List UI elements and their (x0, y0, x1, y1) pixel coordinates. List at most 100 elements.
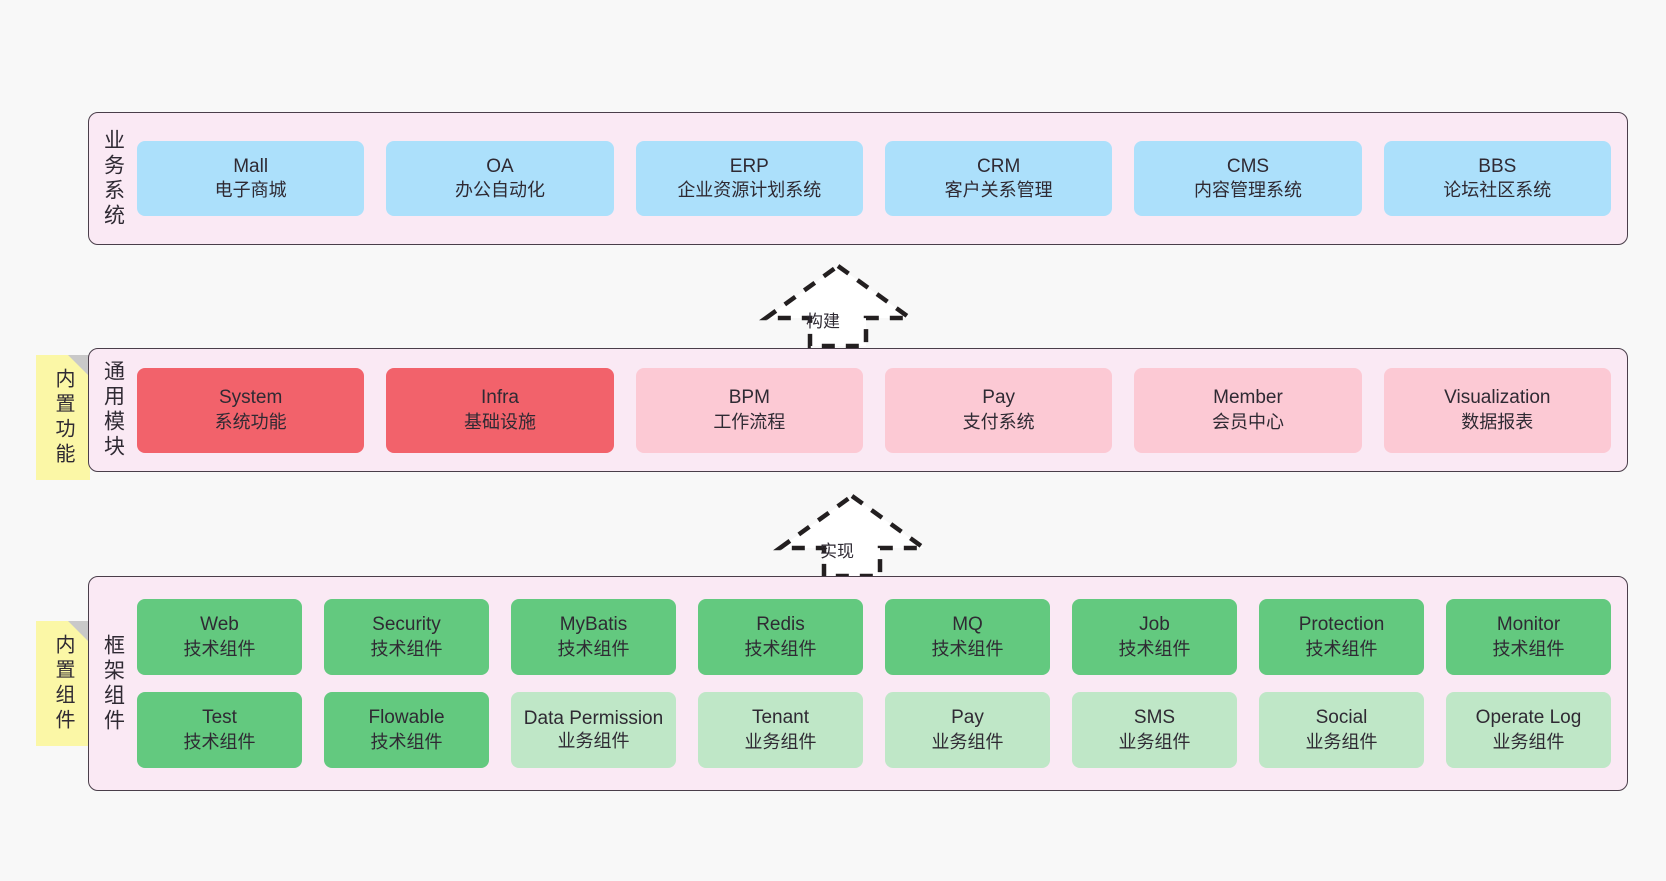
card-pay-business[interactable]: Pay 业务组件 (885, 692, 1050, 768)
card-web[interactable]: Web 技术组件 (137, 599, 302, 675)
card-name: MQ (952, 614, 983, 636)
card-desc: 支付系统 (962, 411, 1035, 432)
card-row: System 系统功能 Infra 基础设施 BPM 工作流程 Pay 支付系统… (137, 367, 1611, 453)
card-name: BBS (1478, 155, 1517, 177)
card-desc: 办公自动化 (454, 180, 545, 201)
card-name: Tenant (751, 707, 810, 729)
layer-title-framework: 框架组件 (101, 633, 125, 734)
card-crm[interactable]: CRM 客户关系管理 (884, 141, 1113, 216)
layer-body-framework: Web 技术组件 Security 技术组件 MyBatis 技术组件 Redi… (137, 577, 1627, 790)
card-security[interactable]: Security 技术组件 (324, 599, 489, 675)
card-name: Flowable (368, 707, 445, 729)
card-flowable[interactable]: Flowable 技术组件 (324, 692, 489, 768)
note-label: 内置组件 (52, 633, 74, 734)
connector-build: 构建 (758, 262, 918, 350)
card-sms[interactable]: SMS 业务组件 (1072, 692, 1237, 768)
card-name: ERP (729, 155, 769, 177)
layer-body-business: Mall 电子商城 OA 办公自动化 ERP 企业资源计划系统 CRM 客户关系… (137, 113, 1627, 244)
card-name: SMS (1133, 707, 1176, 729)
card-name: BPM (728, 387, 770, 409)
card-desc: 技术组件 (370, 731, 443, 752)
card-operate-log[interactable]: Operate Log 业务组件 (1446, 692, 1611, 768)
card-social[interactable]: Social 业务组件 (1259, 692, 1424, 768)
card-desc: 技术组件 (931, 638, 1004, 659)
layer-body-common: System 系统功能 Infra 基础设施 BPM 工作流程 Pay 支付系统… (137, 349, 1627, 471)
card-desc: 论坛社区系统 (1443, 180, 1552, 201)
card-name: Mall (233, 155, 269, 177)
card-name: OA (486, 155, 514, 177)
card-name: Infra (480, 387, 519, 409)
card-desc: 技术组件 (370, 638, 443, 659)
card-pay[interactable]: Pay 支付系统 (884, 367, 1113, 453)
card-desc: 会员中心 (1211, 411, 1284, 432)
layer-framework-components: 框架组件 Web 技术组件 Security 技术组件 MyBatis 技术组件… (88, 576, 1628, 791)
card-desc: 企业资源计划系统 (677, 180, 822, 201)
card-desc: 技术组件 (1118, 638, 1191, 659)
card-name: Social (1315, 707, 1368, 729)
card-desc: 数据报表 (1461, 411, 1534, 432)
card-oa[interactable]: OA 办公自动化 (386, 141, 614, 216)
card-desc: 工作流程 (713, 411, 786, 432)
card-protection[interactable]: Protection 技术组件 (1259, 599, 1424, 675)
note-label: 内置功能 (52, 367, 74, 468)
card-erp[interactable]: ERP 企业资源计划系统 (635, 141, 863, 216)
card-name: Test (202, 707, 237, 729)
layer-common-modules: 通用模块 System 系统功能 Infra 基础设施 BPM 工作流程 Pay… (88, 348, 1628, 472)
card-name: Pay (951, 707, 984, 729)
card-mq[interactable]: MQ 技术组件 (885, 599, 1050, 675)
card-desc: 业务组件 (557, 730, 630, 751)
card-desc: 业务组件 (1492, 731, 1565, 752)
card-member[interactable]: Member 会员中心 (1134, 367, 1362, 453)
card-row: Mall 电子商城 OA 办公自动化 ERP 企业资源计划系统 CRM 客户关系… (137, 141, 1611, 216)
card-cms[interactable]: CMS 内容管理系统 (1134, 141, 1362, 216)
card-desc: 技术组件 (557, 638, 630, 659)
note-built-in-features: 内置功能 (36, 355, 90, 480)
card-desc: 技术组件 (183, 731, 256, 752)
connector-build-label: 构建 (806, 312, 840, 331)
card-name: Visualization (1444, 387, 1551, 409)
card-name: Data Permission (523, 708, 664, 730)
card-job[interactable]: Job 技术组件 (1072, 599, 1237, 675)
card-redis[interactable]: Redis 技术组件 (698, 599, 863, 675)
card-desc: 内容管理系统 (1193, 180, 1302, 201)
note-built-in-components: 内置组件 (36, 621, 90, 746)
card-monitor[interactable]: Monitor 技术组件 (1446, 599, 1611, 675)
card-test[interactable]: Test 技术组件 (137, 692, 302, 768)
note-fold-icon (68, 621, 90, 643)
card-infra[interactable]: Infra 基础设施 (386, 367, 614, 453)
card-name: Security (372, 614, 441, 636)
card-system[interactable]: System 系统功能 (137, 367, 365, 453)
card-name: CRM (977, 155, 1021, 177)
card-name: Web (200, 614, 239, 636)
layer-title-common: 通用模块 (101, 360, 125, 460)
layer-business-systems: 业务系统 Mall 电子商城 OA 办公自动化 ERP 企业资源计划系统 CRM… (88, 112, 1628, 245)
card-desc: 基础设施 (463, 411, 536, 432)
card-visualization[interactable]: Visualization 数据报表 (1383, 367, 1611, 453)
card-name: CMS (1226, 155, 1270, 177)
card-desc: 技术组件 (744, 638, 817, 659)
card-desc: 客户关系管理 (944, 180, 1053, 201)
connector-implement-label: 实现 (820, 542, 854, 561)
card-desc: 技术组件 (1305, 638, 1378, 659)
card-desc: 业务组件 (744, 731, 817, 752)
card-mall[interactable]: Mall 电子商城 (137, 141, 365, 216)
card-bbs[interactable]: BBS 论坛社区系统 (1383, 141, 1611, 216)
card-name: Job (1139, 614, 1170, 636)
card-tenant[interactable]: Tenant 业务组件 (698, 692, 863, 768)
card-name: MyBatis (559, 614, 628, 636)
card-desc: 业务组件 (931, 731, 1004, 752)
card-name: Protection (1298, 614, 1385, 636)
card-desc: 技术组件 (1492, 638, 1565, 659)
card-desc: 业务组件 (1118, 731, 1191, 752)
card-data-permission[interactable]: Data Permission 业务组件 (511, 692, 676, 768)
card-bpm[interactable]: BPM 工作流程 (635, 367, 863, 453)
card-mybatis[interactable]: MyBatis 技术组件 (511, 599, 676, 675)
card-desc: 技术组件 (183, 638, 256, 659)
card-row: Web 技术组件 Security 技术组件 MyBatis 技术组件 Redi… (137, 599, 1611, 675)
layer-title-business: 业务系统 (101, 128, 125, 229)
card-desc: 电子商城 (214, 180, 287, 201)
card-desc: 业务组件 (1305, 731, 1378, 752)
card-name: System (218, 387, 283, 409)
note-fold-icon (68, 355, 90, 377)
